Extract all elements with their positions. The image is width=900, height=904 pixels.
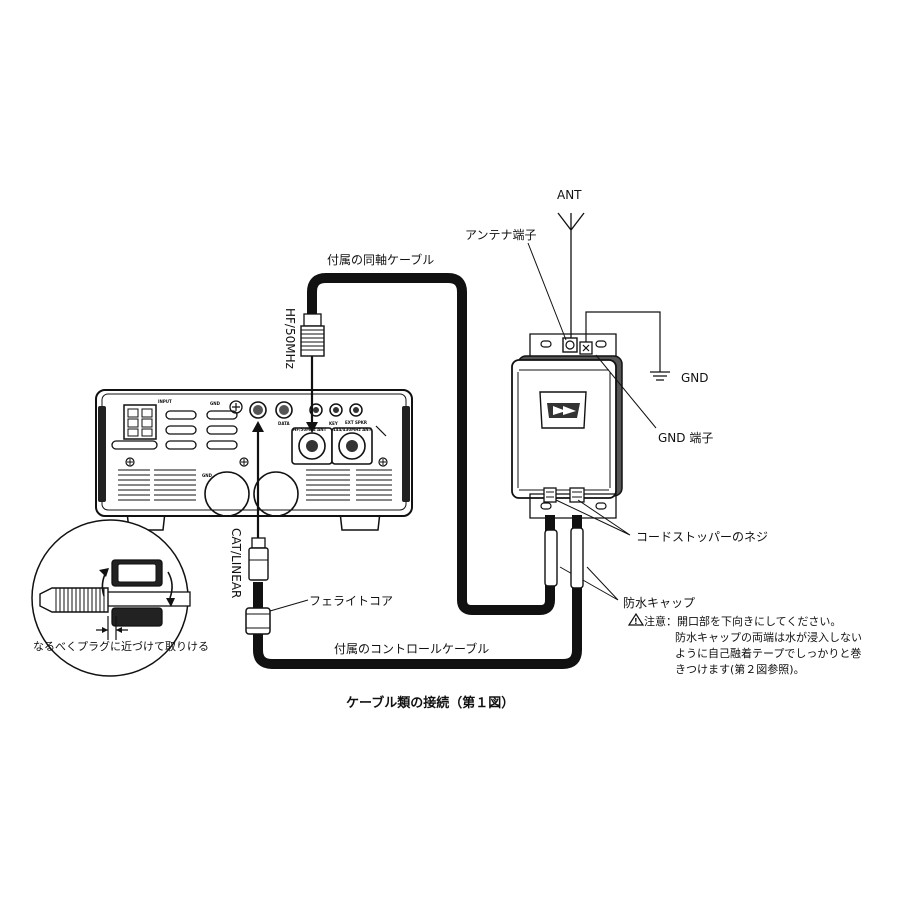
panel-gnd-port-label: GND xyxy=(202,473,213,478)
ant-label: ANT xyxy=(557,188,582,202)
antenna-terminal xyxy=(562,337,578,353)
cord-stopper-label: コードストッパーのネジ xyxy=(636,530,768,544)
antenna-terminal-label: アンテナ端子 xyxy=(465,228,537,242)
coax-plug-arrow xyxy=(306,356,318,433)
waterproof-cap-control xyxy=(570,527,584,589)
panel-ext-spkr-label: EXT SPKR xyxy=(345,420,367,425)
cat-plug xyxy=(248,537,269,581)
waterproof-cap-label: 防水キャップ xyxy=(623,595,695,610)
transceiver-rear-panel xyxy=(95,389,413,531)
antenna-tuner-unit xyxy=(511,333,623,519)
figure-caption: ケーブル類の接続（第１図） xyxy=(346,695,514,711)
cat-linear-label: CAT/LINEAR xyxy=(229,528,243,598)
ferrite-inset xyxy=(31,519,191,677)
panel-key-label: KEY xyxy=(329,421,338,426)
caution-icon: ! xyxy=(627,612,645,626)
ferrite-core-label: フェライトコア xyxy=(309,594,393,608)
control-cable-label: 付属のコントロールケーブル xyxy=(334,641,489,656)
note-line-1: 注意：開口部を下向きにしてください。 xyxy=(644,614,841,628)
control-cable xyxy=(253,515,582,669)
gnd-terminal-label: GND 端子 xyxy=(658,431,713,445)
svg-text:!: ! xyxy=(634,617,638,626)
cat-plug-arrow xyxy=(252,421,264,540)
panel-vhf-ant-label: 144/430MHz ANT xyxy=(333,427,372,432)
panel-data-label: DATA xyxy=(278,421,291,426)
near-plug-label: なるべくプラグに近づけて取りける xyxy=(33,639,209,653)
gnd-label: GND xyxy=(681,371,709,385)
ferrite-core xyxy=(245,607,271,635)
note-line-4: きつけます(第２図参照)。 xyxy=(675,662,805,676)
coax-plug xyxy=(300,313,325,357)
gnd-terminal xyxy=(579,341,593,355)
leader-lines xyxy=(269,242,657,612)
gnd-wire xyxy=(585,311,670,381)
panel-hf-ant-label: HF/50MHz ANT xyxy=(293,427,327,432)
note-line-2: 防水キャップの両端は水が浸入しない xyxy=(675,630,862,644)
hf50mhz-label: HF/50MHz xyxy=(283,308,297,369)
antenna-symbol xyxy=(557,212,585,338)
coax-cable xyxy=(307,273,555,615)
note-line-3: ように自己融着テープでしっかりと巻 xyxy=(675,646,861,660)
waterproof-cap-coax xyxy=(544,529,558,587)
coax-cable-label: 付属の同軸ケーブル xyxy=(327,252,434,267)
panel-input-label: INPUT xyxy=(158,399,172,404)
panel-gnd-label: GND xyxy=(210,401,221,406)
